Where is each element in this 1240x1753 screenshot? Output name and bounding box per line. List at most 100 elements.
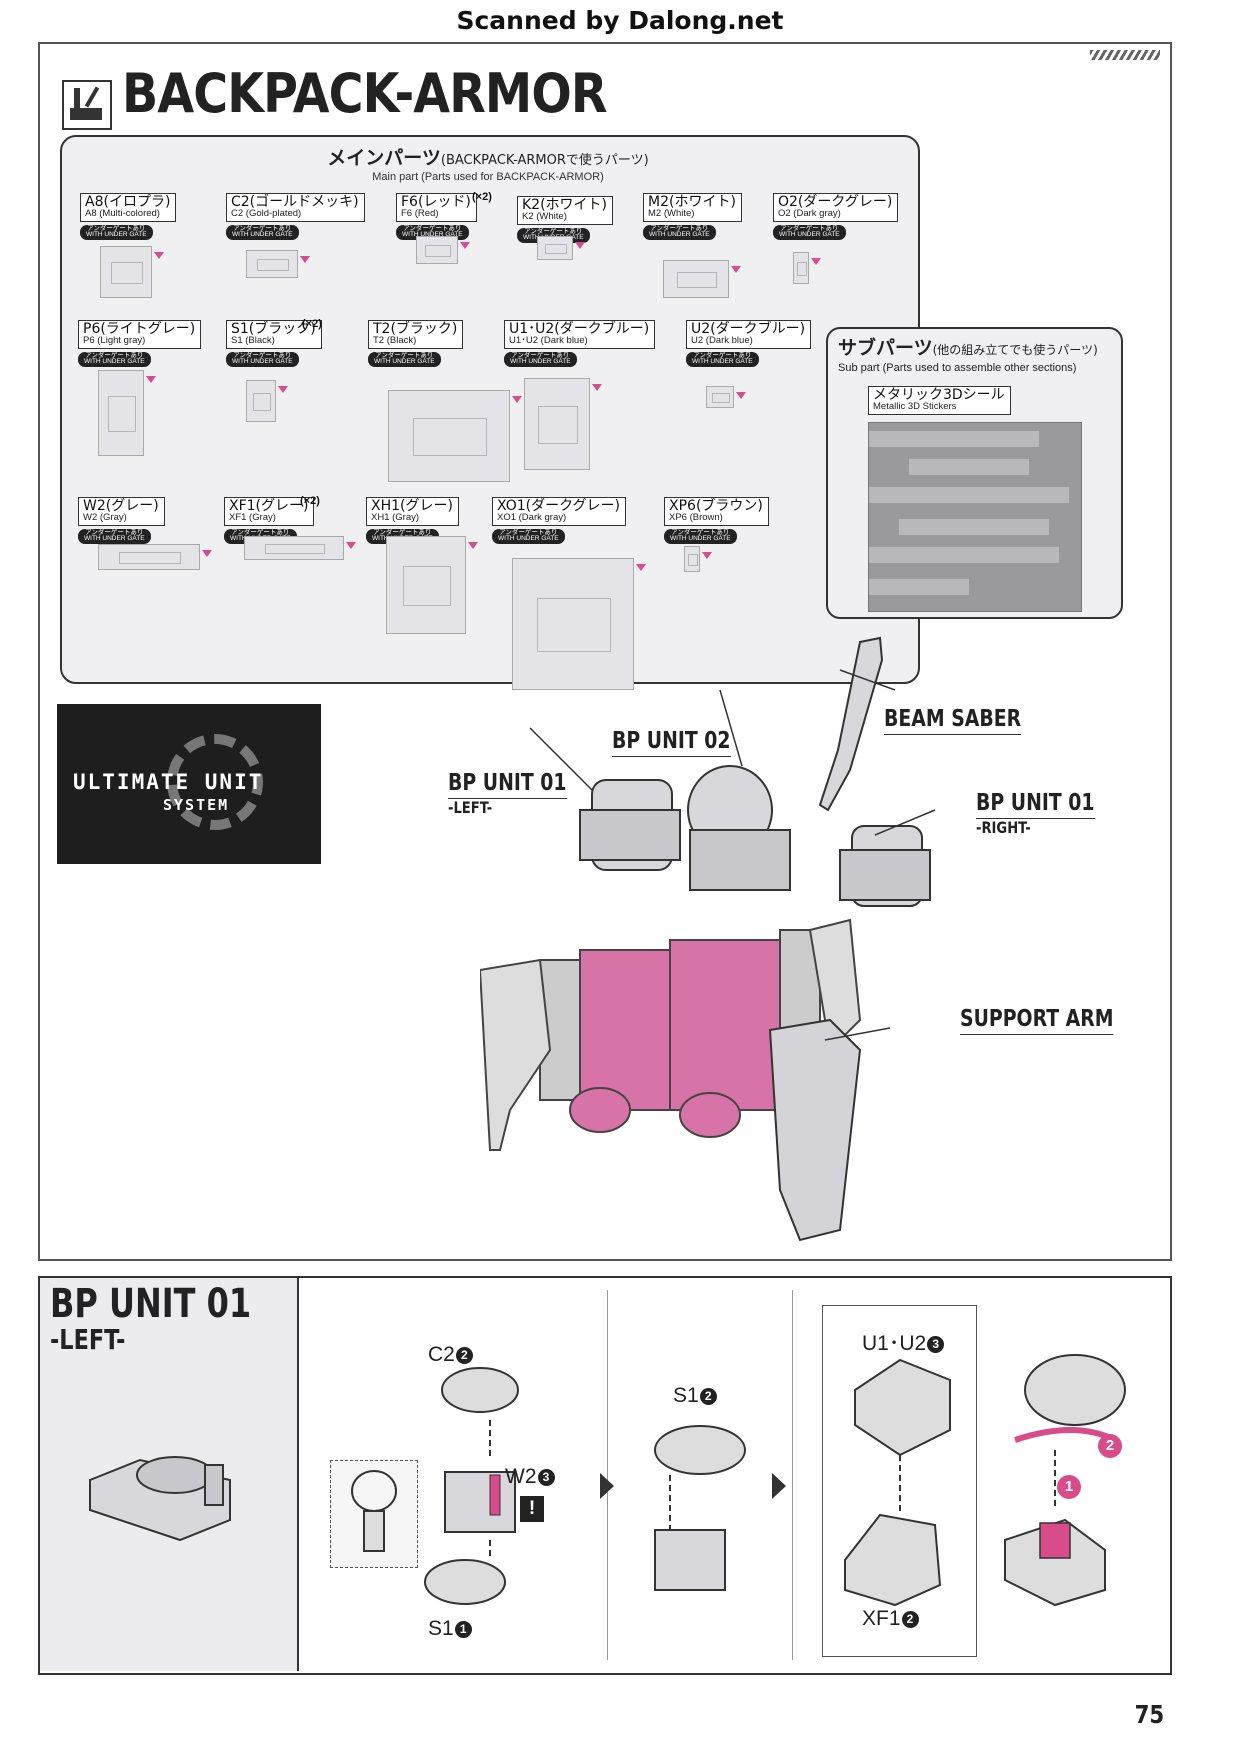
part-name-en: K2 (White) <box>522 211 567 222</box>
badge-line-jp: アンダーゲートあり <box>87 224 146 232</box>
gate-marker-icon <box>468 542 478 549</box>
sub-parts-title-jp: サブパーツ <box>838 337 933 359</box>
part-name-jp: O2(ダークグレー) <box>778 194 893 210</box>
peg-part <box>1039 1522 1071 1559</box>
part-name-jp: U1･U2(ダークブルー) <box>509 321 650 337</box>
badge-line-en: WITH UNDER GATE <box>232 358 293 366</box>
subassembly-part <box>654 1529 726 1591</box>
part-name-en: A8 (Multi-colored) <box>85 208 160 219</box>
base-part <box>1004 1518 1106 1607</box>
runner-sketch <box>793 252 809 284</box>
part-name-en: S1 (Black) <box>231 335 275 346</box>
step1-illustration <box>424 1367 519 1605</box>
main-parts-title-jp: メインパーツ <box>327 147 441 169</box>
badge-line-jp: アンダーゲートあり <box>85 528 144 536</box>
step4-illustration <box>1004 1354 1126 1607</box>
badge-line-en: WITH UNDER GATE <box>86 231 147 239</box>
detail-inset-box <box>330 1460 418 1568</box>
badge-line-jp: アンダーゲートあり <box>403 224 462 232</box>
part-name-jp: W2(グレー) <box>83 498 159 514</box>
badge-line-jp: アンダーゲートあり <box>375 351 434 359</box>
part-name-jp: S1(ブラック) <box>231 321 316 337</box>
step2-illustration <box>654 1425 746 1591</box>
gate-marker-icon <box>575 242 585 249</box>
badge-line-jp: アンダーゲートあり <box>233 224 292 232</box>
badge-line-jp: アンダーゲートあり <box>499 528 558 536</box>
part-w2-base <box>444 1471 516 1533</box>
sticker-label-en: Metallic 3D Stickers <box>873 401 957 412</box>
gate-marker-icon <box>346 542 356 549</box>
scanned-by-text: Scanned by Dalong.net <box>456 6 784 35</box>
badge-line-jp: アンダーゲートあり <box>373 528 432 536</box>
part-name-en: T2 (Black) <box>373 335 417 346</box>
main-parts-title-note: (BACKPACK-ARMORで使うパーツ) <box>440 153 649 168</box>
part-name-en: O2 (Dark gray) <box>778 208 841 219</box>
callout-support-arm: SUPPORT ARM <box>960 1006 1114 1035</box>
part-name-jp: K2(ホワイト) <box>522 197 608 213</box>
badge-line-jp: アンダーゲートあり <box>511 351 570 359</box>
runner-sketch <box>388 390 510 482</box>
part-quantity: (×2) <box>302 318 322 330</box>
part-name-en: XP6 (Brown) <box>669 512 723 523</box>
gate-marker-icon <box>512 396 522 403</box>
part-name-jp: XP6(ブラウン) <box>669 498 763 514</box>
ultimate-unit-system-logo: ULTIMATE UNIT SYSTEM <box>57 704 321 864</box>
badge-line-jp: アンダーゲートあり <box>85 351 144 359</box>
runner-sketch <box>684 546 700 572</box>
part-name-jp: XH1(グレー) <box>371 498 453 514</box>
gate-marker-icon <box>736 392 746 399</box>
badge-line-en: WITH UNDER GATE <box>374 358 435 366</box>
assembly-icon <box>62 80 112 130</box>
runner-sketch <box>246 380 276 422</box>
part-quantity: (×2) <box>300 495 320 507</box>
part-name-en: XH1 (Gray) <box>371 512 420 523</box>
sub-parts-title-en: Sub part (Parts used to assemble other s… <box>838 362 1077 374</box>
gate-marker-icon <box>636 564 646 571</box>
badge-line-en: WITH UNDER GATE <box>84 535 145 543</box>
gate-marker-icon <box>146 376 156 383</box>
part-quantity: (×2) <box>472 191 492 203</box>
rotate-step-1-badge: 1 <box>1057 1475 1081 1499</box>
callout-bp-unit-01-right: BP UNIT 01-RIGHT- <box>976 790 1095 837</box>
part-name-jp: C2(ゴールドメッキ) <box>231 194 359 210</box>
next-step-arrow-2 <box>772 1473 786 1499</box>
gate-marker-icon <box>300 256 310 263</box>
part-name-jp: F6(レッド) <box>401 194 471 210</box>
runner-sketch <box>98 544 200 570</box>
part-name-en: F6 (Red) <box>401 208 439 219</box>
decorative-stripe <box>1090 50 1160 60</box>
runner-sketch <box>512 558 634 690</box>
beam-saber-part <box>818 636 884 812</box>
part-name-jp: XO1(ダークグレー) <box>497 498 620 514</box>
badge-line-jp: アンダーゲートあり <box>671 528 730 536</box>
backpack-assembly-illustration <box>480 636 936 1242</box>
runner-sketch <box>244 536 344 560</box>
part-name-jp: P6(ライトグレー) <box>83 321 196 337</box>
step3-box <box>822 1305 977 1657</box>
gate-marker-icon <box>154 252 164 259</box>
part-name-en: M2 (White) <box>648 208 695 219</box>
gate-marker-icon <box>592 384 602 391</box>
logo-line1: ULTIMATE UNIT <box>73 770 264 794</box>
part-name-en: C2 (Gold-plated) <box>231 208 302 219</box>
callout-beam-saber: BEAM SABER <box>884 706 1022 735</box>
badge-line-jp: アンダーゲートあり <box>693 351 752 359</box>
